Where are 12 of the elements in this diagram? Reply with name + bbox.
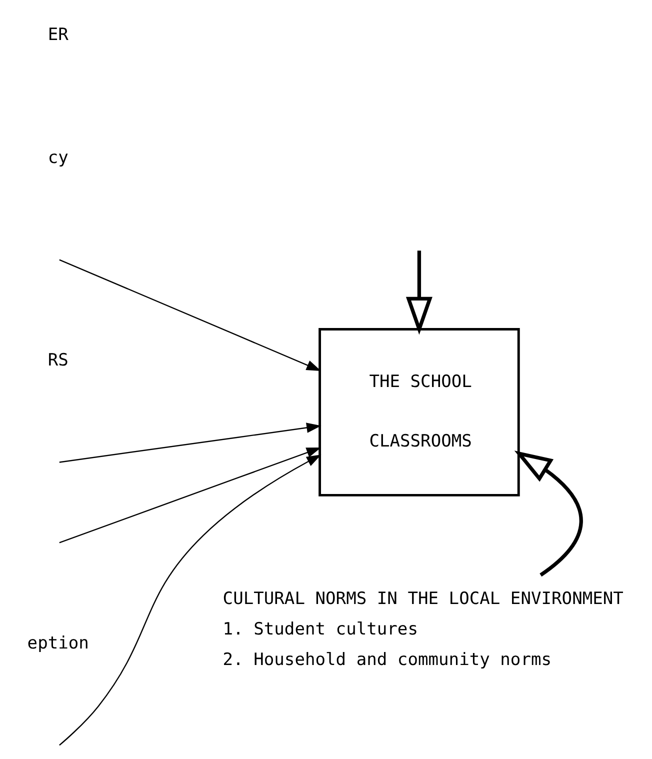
arrow [58, 447, 321, 544]
label: ER [47, 24, 68, 45]
node-text: CULTURAL NORMS IN THE LOCAL ENVIRONMENT 1. Student cultures 2. Household and community norms [222, 588, 623, 670]
arrow [58, 454, 321, 746]
arrow [405, 250, 432, 335]
label: cy [47, 148, 68, 168]
arrow [58, 259, 321, 372]
arrow [58, 422, 321, 463]
label: RS [47, 350, 68, 370]
arrow [514, 450, 582, 577]
label: eption [26, 634, 88, 654]
node-box: THE SCHOOL CLASSROOMS [318, 328, 520, 496]
